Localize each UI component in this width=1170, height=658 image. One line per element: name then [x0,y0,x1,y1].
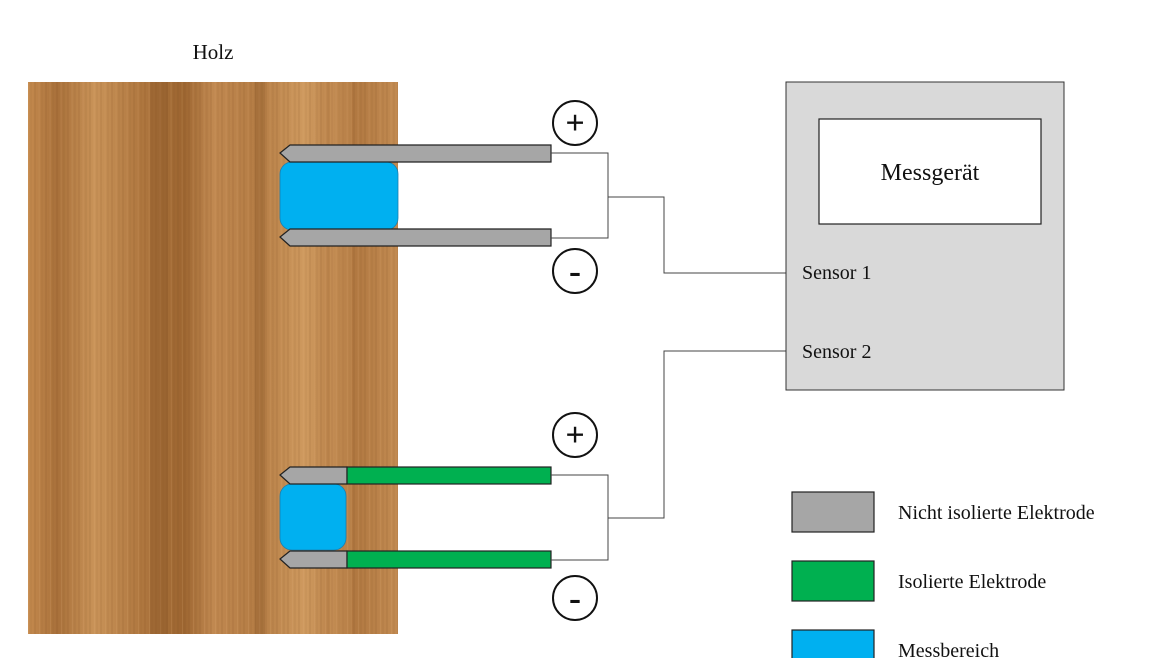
minus-sign: - [569,578,581,618]
sensor1-label: Sensor 1 [802,262,871,284]
legend-label-measuring-zone: Messbereich [898,640,999,658]
minus-sign: - [569,251,581,291]
sensor2-wire-lead [608,351,786,518]
upper-bottom-electrode [280,229,551,246]
legend-label-insulated: Isolierte Elektrode [898,571,1046,593]
legend-item-bare: Nicht isolierte Elektrode [792,492,1095,532]
lower-bottom-electrode-bare-tip [280,551,347,568]
upper-measuring-zone [280,162,398,230]
polarity-upper-plus: + [553,101,597,145]
wood-label: Holz [193,40,234,64]
plus-sign: + [565,105,584,142]
legend: Nicht isolierte Elektrode Isolierte Elek… [792,492,1095,658]
lower-electrode-pair [280,467,551,568]
lower-top-electrode-bare-tip [280,467,347,484]
upper-electrode-pair [280,145,551,246]
polarity-upper-minus: - [553,249,597,293]
lower-top-electrode-insulation [347,467,551,484]
polarity-lower-minus: - [553,576,597,620]
legend-item-measuring-zone: Messbereich [792,630,999,658]
polarity-lower-plus: + [553,413,597,457]
legend-label-bare: Nicht isolierte Elektrode [898,502,1095,524]
sensor1-wire-lead [608,197,786,273]
sensor2-wire [551,475,608,560]
sensor1-wire [551,153,608,238]
plus-sign: + [565,417,584,454]
measuring-device: Messgerät Sensor 1 Sensor 2 [786,82,1064,390]
sensor2-label: Sensor 2 [802,341,871,363]
wiring [551,153,786,560]
upper-top-electrode [280,145,551,162]
device-label: Messgerät [881,160,980,186]
lower-bottom-electrode-insulation [347,551,551,568]
lower-measuring-zone [280,484,346,550]
legend-item-insulated: Isolierte Elektrode [792,561,1046,601]
